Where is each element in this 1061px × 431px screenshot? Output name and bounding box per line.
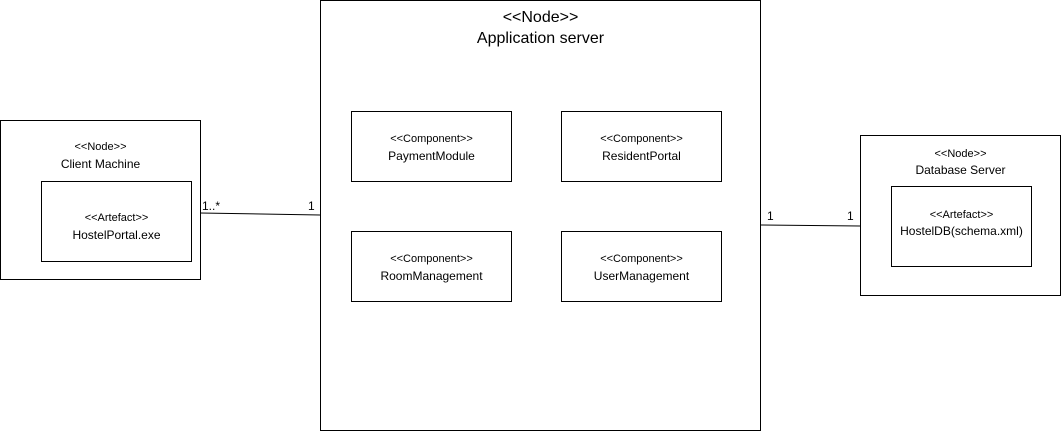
component-stereotype: <<Component>> (600, 253, 683, 265)
db-link-multiplicity-db: 1 (847, 209, 854, 223)
component-name: PaymentModule (388, 149, 475, 163)
app-to-db-connector (759, 224, 861, 227)
resident-portal-component[interactable]: <<Component>> ResidentPortal (561, 111, 722, 182)
component-name: UserManagement (593, 269, 690, 283)
component-stereotype: <<Component>> (390, 253, 473, 265)
component-name: ResidentPortal (602, 149, 681, 163)
db-link-multiplicity-app: 1 (767, 209, 774, 223)
app-node-name: Application server (476, 30, 605, 47)
component-stereotype: <<Component>> (600, 133, 683, 145)
db-node-name: Database Server (915, 163, 1006, 177)
db-artefact-name: HostelDB(schema.xml) (900, 224, 1023, 238)
client-node-stereotype: <<Node>> (74, 141, 127, 153)
room-management-component[interactable]: <<Component>> RoomManagement (351, 231, 512, 302)
component-name: RoomManagement (380, 269, 483, 283)
application-server-node[interactable]: <<Node>> Application server <<Component>… (320, 0, 761, 431)
client-machine-node[interactable]: <<Node>> Client Machine <<Artefact>> Hos… (0, 120, 201, 280)
user-management-component[interactable]: <<Component>> UserManagement (561, 231, 722, 302)
component-stereotype: <<Component>> (390, 133, 473, 145)
hostelportal-artefact[interactable]: <<Artefact>> HostelPortal.exe (41, 181, 192, 262)
client-node-name: Client Machine (60, 157, 141, 171)
app-node-stereotype: <<Node>> (502, 9, 579, 26)
client-to-app-connector (199, 212, 321, 216)
database-server-node[interactable]: <<Node>> Database Server <<Artefact>> Ho… (860, 135, 1061, 296)
client-link-multiplicity-app: 1 (308, 199, 315, 213)
client-artefact-stereotype: <<Artefact>> (84, 212, 149, 224)
client-link-multiplicity-client: 1..* (202, 199, 221, 213)
hosteldb-artefact[interactable]: <<Artefact>> HostelDB(schema.xml) (891, 186, 1032, 267)
db-artefact-stereotype: <<Artefact>> (929, 209, 994, 221)
payment-module-component[interactable]: <<Component>> PaymentModule (351, 111, 512, 182)
db-node-stereotype: <<Node>> (934, 148, 987, 160)
client-artefact-name: HostelPortal.exe (72, 228, 161, 242)
